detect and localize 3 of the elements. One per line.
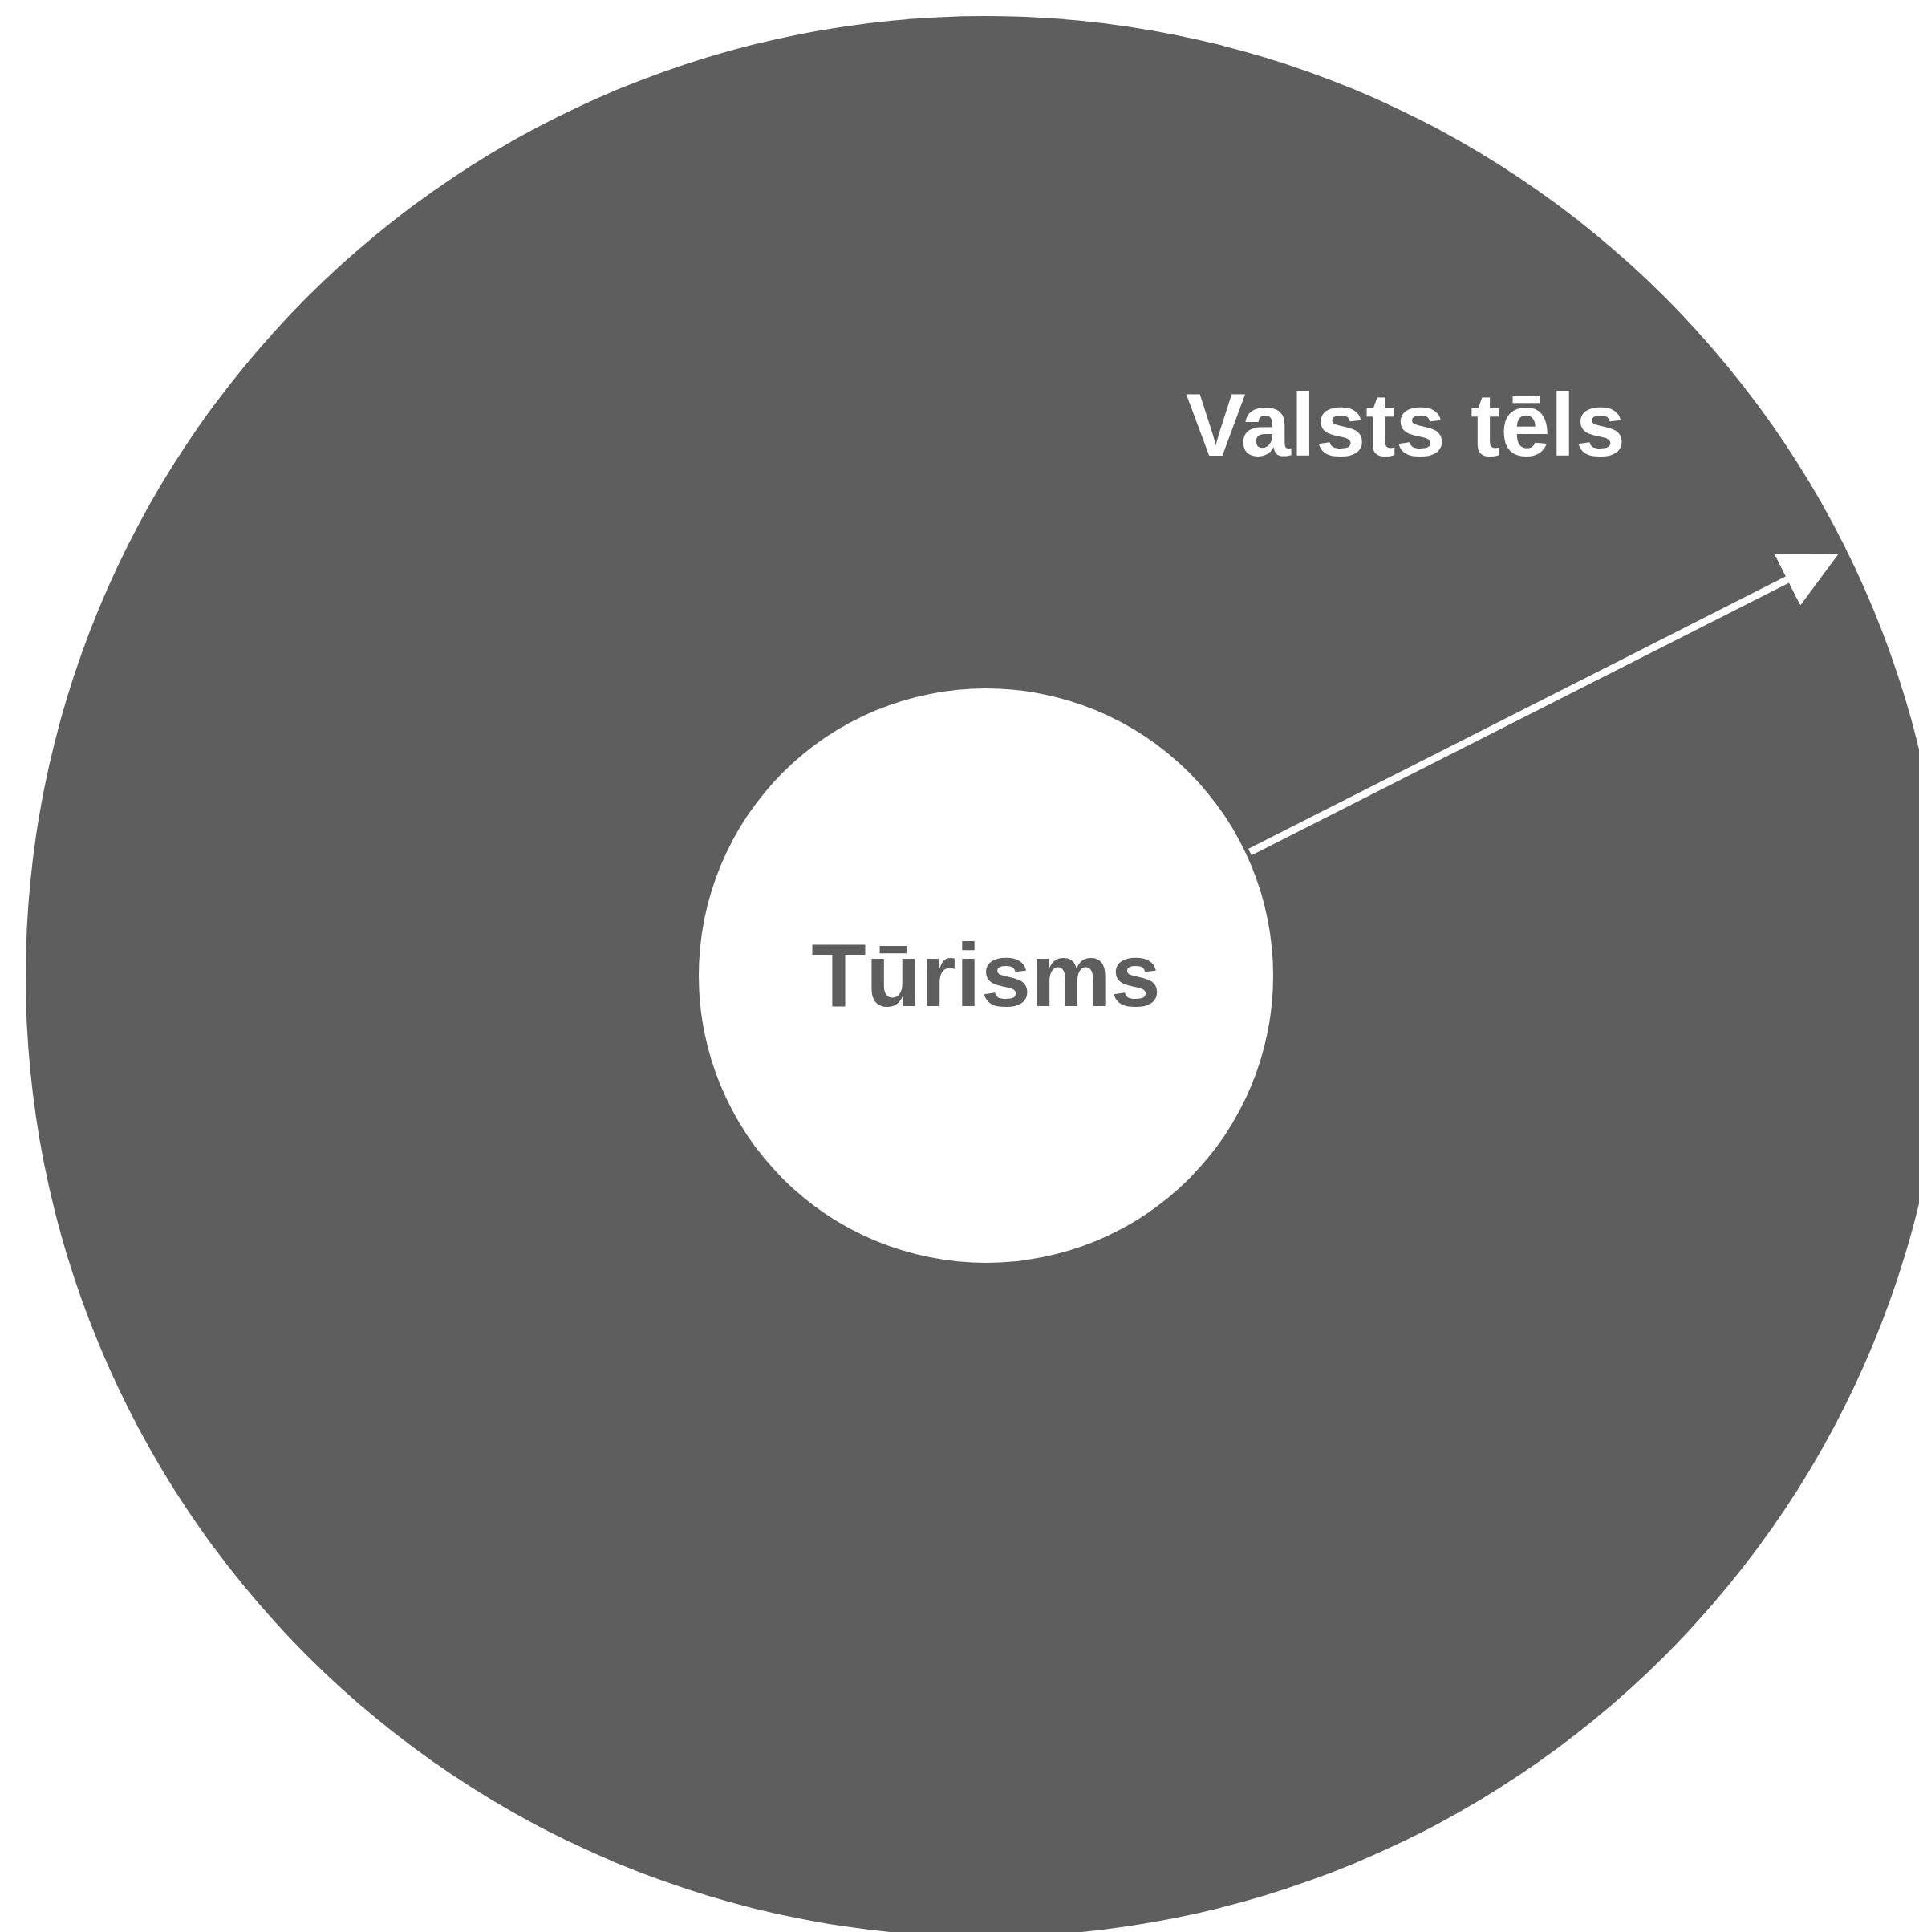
circle-label: Tūrisms [810,924,1162,1027]
circle-label: Valsts tēls [1185,374,1626,477]
arrow [1248,553,1840,855]
